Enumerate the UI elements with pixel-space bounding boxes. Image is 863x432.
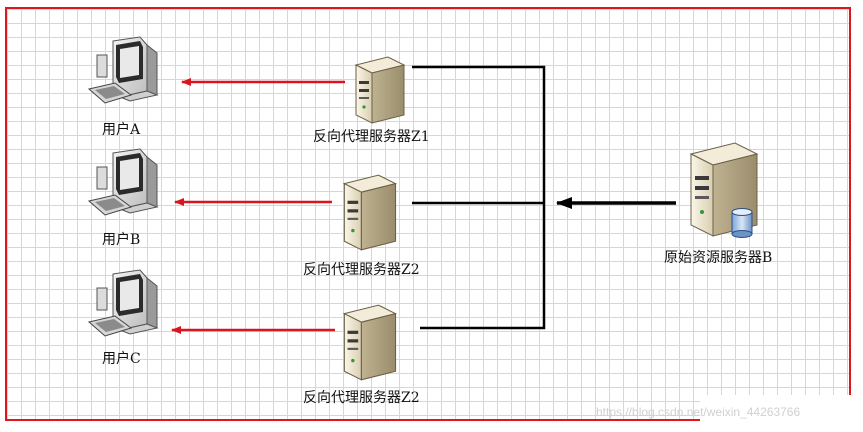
computer-icon: [87, 148, 159, 216]
proxy-2-label: 反向代理服务器Z2: [303, 262, 420, 278]
watermark-backdrop: [700, 395, 863, 432]
database-icon: [731, 208, 753, 238]
computer-icon: [87, 269, 159, 337]
computer-icon: [87, 36, 159, 104]
user-b-label: 用户B: [102, 232, 141, 248]
proxy-3-label: 反向代理服务器Z2: [303, 390, 420, 406]
server-icon: [354, 56, 406, 124]
origin-server-label: 原始资源服务器B: [664, 250, 773, 266]
user-c-label: 用户C: [102, 351, 141, 367]
watermark-text: https://blog.csdn.net/weixin_44263766: [596, 405, 801, 419]
server-icon: [342, 304, 398, 381]
database-server-icon: [689, 142, 759, 238]
server-icon: [342, 174, 398, 251]
user-a-label: 用户A: [102, 122, 141, 138]
proxy-1-label: 反向代理服务器Z1: [313, 129, 430, 145]
backbone-bus: [412, 65, 546, 330]
